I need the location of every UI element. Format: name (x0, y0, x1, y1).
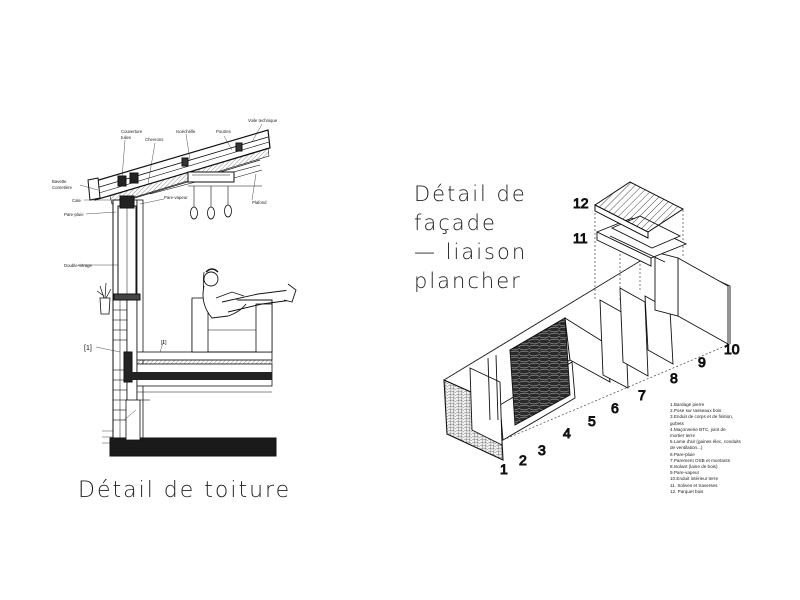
roof-detail-title: Détail de toiture (78, 478, 292, 503)
label-marker-2: [1] (161, 340, 167, 346)
legend-item: 7.Parement OSB et montants (670, 457, 731, 463)
legend-item: 3.Enduit de corps et de finition, gobets (670, 414, 734, 426)
legend-item: 2.Pose sur tasseaux bois (670, 408, 722, 414)
label-cale: Cale (72, 198, 81, 203)
wall-layer-frames (443, 251, 731, 461)
layer-number-1: 1 (500, 461, 508, 477)
pendant-lamps (190, 186, 232, 220)
roof-slope (87, 129, 271, 205)
label-couverture-line2: tuiles (121, 135, 131, 140)
roof-leader-lines (78, 123, 263, 421)
legend-item: 4.Maçonnerie BTC, joint de mortier terre (670, 426, 726, 439)
label-double-vitrage: Double-vitrage (64, 263, 93, 268)
legend-item: 9.Pare-vapeur (670, 470, 700, 476)
layer-number-3: 3 (538, 442, 546, 458)
layer-number-10: 10 (724, 341, 740, 357)
armchair-with-person (191, 268, 297, 353)
label-pare-vapeur: Pare-vapeur (164, 195, 188, 200)
legend-item: 10.Enduit intérieur terre (670, 476, 719, 482)
label-marker-1: [1] (84, 345, 92, 352)
legend-item: 8.Isolant (laine de bois) (670, 464, 718, 470)
label-chevrons: Chevrons (145, 137, 163, 142)
layer-number-6: 6 (611, 400, 619, 416)
legend-item: 5.Lame d'air (gaines élec, conduits de v… (670, 439, 741, 451)
legend-item: 1.Bardage pierre (670, 402, 705, 407)
parquet-board (594, 181, 684, 239)
layer-number-5: 5 (588, 413, 596, 429)
facade-legend: 1.Bardage pierre 2.Pose sur tasseaux boi… (670, 402, 790, 495)
layer-number-7: 7 (638, 387, 646, 403)
facade-detail-title: Détail de façade — liaison plancher (414, 182, 528, 293)
legend-item: 11. Solives et traverses (670, 482, 718, 488)
label-poutres: Poutres (216, 129, 231, 134)
floor-slab (109, 351, 277, 457)
layer-number-12: 12 (573, 195, 589, 211)
facade-axonometric-drawing: 1 2 3 4 5 6 7 8 9 10 11 12 (443, 181, 740, 478)
legend-item: 6.Pare-pluie (670, 451, 695, 457)
layer-number-8: 8 (670, 370, 678, 386)
label-pare-pluie: Pare-pluie (64, 212, 84, 217)
label-voile-technique: Voile technique (248, 118, 278, 123)
label-bavette-line2: Cornetière (52, 185, 73, 190)
label-isolation: Isoéchélle (176, 129, 196, 134)
layer-number-11: 11 (573, 230, 588, 246)
layer-number-4: 4 (563, 425, 571, 441)
label-bavette-line1: Bavette (52, 179, 67, 184)
legend-item: 12. Parquet bois (670, 488, 704, 494)
layer-number-2: 2 (519, 452, 527, 468)
label-plafond: Plafond (252, 200, 267, 205)
plant-pot (96, 282, 112, 315)
layer-number-9: 9 (698, 354, 706, 370)
label-couverture-line1: Couverture (121, 129, 143, 134)
roof-detail-drawing: Couverture tuiles Chevrons Isoéchélle Po… (52, 118, 297, 457)
